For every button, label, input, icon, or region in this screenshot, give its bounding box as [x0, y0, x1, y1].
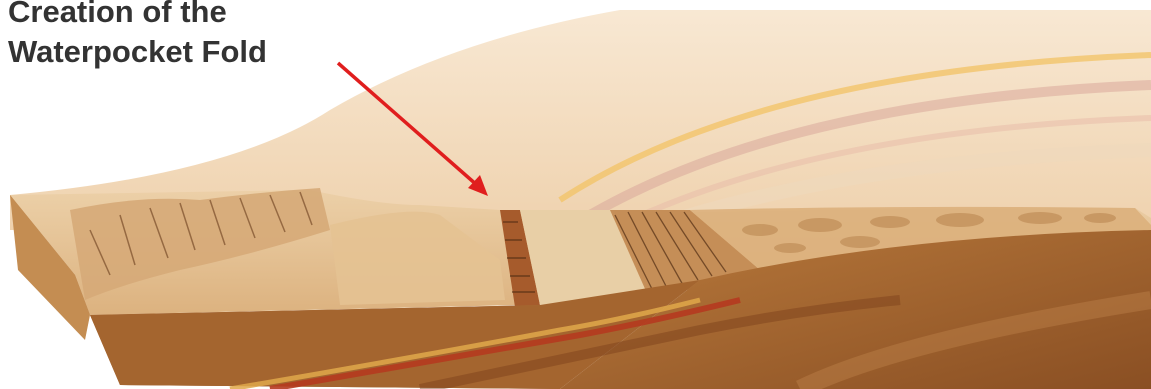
title-line-1: Creation of the — [8, 0, 267, 32]
diagram-title: Creation of the Waterpocket Fold — [8, 0, 267, 72]
title-line-2: Waterpocket Fold — [8, 32, 267, 72]
